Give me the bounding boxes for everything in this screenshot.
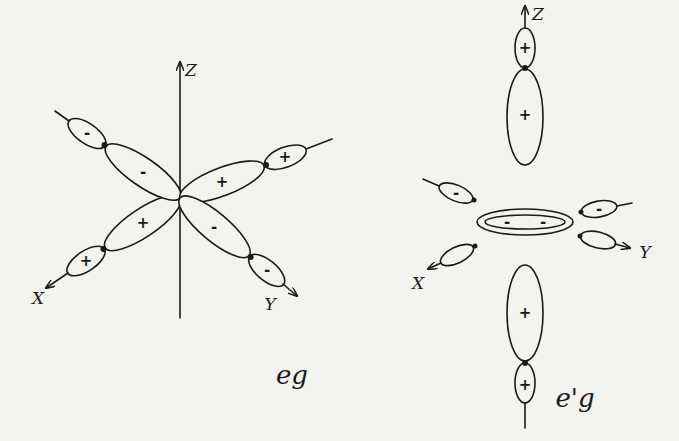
- lobe-sign: -: [504, 215, 510, 230]
- axis-label: Y: [639, 244, 650, 261]
- axis-label: X: [412, 275, 424, 292]
- lobe-sign: -: [264, 263, 270, 278]
- lobe-sign: -: [84, 126, 90, 141]
- axis-label: Z: [185, 62, 197, 79]
- lobe-sign: +: [80, 254, 93, 269]
- lobe-sign: -: [596, 202, 602, 217]
- lobe-sign: +: [279, 150, 292, 165]
- axis-label: Y: [264, 296, 275, 313]
- lobe-sign: +: [519, 378, 532, 393]
- lobe-sign: +: [137, 216, 150, 231]
- axis-label: Z: [532, 6, 544, 23]
- lobe-sign: -: [453, 186, 459, 201]
- lobe-sign: +: [519, 108, 532, 123]
- lobe-sign: -: [140, 165, 146, 180]
- lobe-sign: +: [519, 306, 532, 321]
- lobe-sign: -: [540, 215, 546, 230]
- lobe-sign: -: [211, 220, 217, 235]
- symmetry-label: e'g: [555, 385, 594, 411]
- symmetry-label: eg: [276, 362, 308, 388]
- lobe-sign: +: [519, 41, 532, 56]
- axis-label: X: [32, 290, 44, 307]
- lobe-sign: +: [216, 175, 229, 190]
